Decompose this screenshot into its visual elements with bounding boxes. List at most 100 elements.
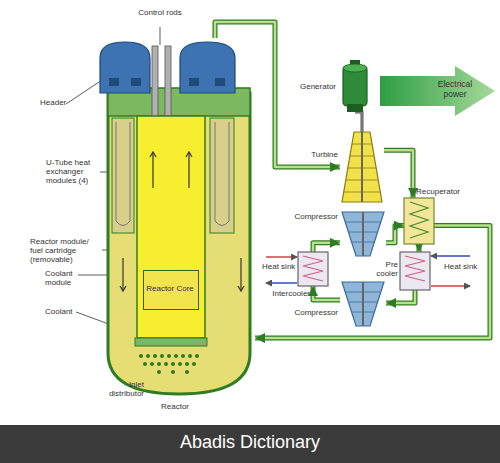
reactor-vessel-shape: [171, 362, 175, 366]
coolant-pipe: [386, 290, 415, 303]
coolant-pipe: [313, 243, 340, 252]
leader-line: [160, 27, 161, 45]
part-label: Inlet distributor: [100, 380, 144, 398]
reactor-vessel-shape: [131, 78, 141, 86]
coolant-pipe: [313, 286, 340, 300]
compressor-shape: [342, 282, 384, 326]
coolant-pipe: [313, 286, 340, 300]
coolant-pipe: [386, 226, 404, 243]
reactor-vessel-shape: [189, 78, 199, 86]
part-label: Coolant: [45, 307, 85, 316]
heat-sink-flow: [266, 282, 297, 284]
reactor-vessel-shape: [185, 362, 189, 366]
reactor-vessel-shape: [178, 362, 182, 366]
reactor-vessel: ReactorReactor Core: [95, 38, 255, 400]
intercooler: Intercooler: [298, 252, 328, 286]
reactor-vessel-shape: [181, 354, 185, 358]
compressor-shape: [362, 282, 364, 326]
heat-sink-flow: [266, 256, 297, 258]
generator-shape: [340, 60, 370, 112]
reactor-vessel-shape: [95, 38, 255, 400]
pre-cooler-shape: [405, 256, 425, 281]
reactor-vessel-shape: [152, 153, 153, 188]
recuperator-shape: [404, 198, 434, 244]
coolant-pipe: [313, 243, 340, 252]
reactor-vessel-shape: [100, 42, 150, 93]
node-label: Compressor: [282, 212, 338, 221]
reactor-vessel-shape: [188, 354, 192, 358]
turbine-shape: [342, 132, 382, 202]
reactor-vessel-shape: [157, 370, 161, 374]
turbine: Turbine: [340, 132, 384, 202]
reactor-vessel-shape: [122, 258, 123, 290]
reactor-vessel-shape: [146, 354, 150, 358]
compressor-shape: [342, 212, 384, 256]
coolant-pipe: [384, 150, 413, 198]
part-label: Heat sink: [262, 262, 298, 271]
reactor-vessel-shape: [215, 122, 229, 226]
reactor-vessel-shape: [139, 354, 143, 358]
generator-shape: [347, 104, 363, 112]
pre-cooler: Pre cooler: [400, 252, 430, 290]
footer-bar: [0, 425, 500, 463]
reactor-vessel-shape: [167, 354, 171, 358]
reactor-vessel-shape: [112, 118, 134, 233]
part-label: U-Tube heat exchanger modules (4): [46, 158, 101, 186]
part-label: Header: [40, 98, 74, 107]
drive-shaft: [355, 112, 362, 132]
coolant-pipe: [386, 290, 415, 303]
node-label: Pre cooler: [370, 260, 398, 278]
power-arrow: Electrical power: [380, 66, 495, 116]
reactor-vessel-shape: [174, 354, 178, 358]
heat-sink-flow: [431, 285, 470, 287]
reactor-vessel-shape: [188, 153, 189, 188]
intercooler-shape: [298, 252, 328, 286]
turbine-shape: [340, 132, 384, 202]
reactor-vessel-shape: [180, 42, 235, 93]
part-label: Heat sink: [444, 262, 484, 271]
reactor-vessel-shape: [164, 362, 168, 366]
reactor-vessel-shape: [185, 370, 189, 374]
part-label: Coolant module: [45, 269, 90, 287]
reactor-vessel-shape: [116, 122, 130, 226]
coolant-pipe: [417, 244, 422, 252]
recuperator: Recuperator: [404, 198, 434, 244]
reactor-vessel-shape: [240, 258, 241, 290]
heat-sink-flow: [431, 255, 470, 257]
compressor-shape: [340, 282, 386, 324]
reactor-vessel-shape: [160, 354, 164, 358]
watermark: Abadis Dictionary: [0, 432, 500, 453]
compressor: Compressor: [340, 212, 386, 256]
reactor-vessel-shape: [210, 118, 234, 233]
coolant-pipe: [384, 150, 413, 198]
compressor-shape: [340, 212, 386, 256]
reactor-vessel-shape: [108, 93, 250, 394]
node-label: Turbine: [304, 150, 338, 159]
node-label: Electrical power: [430, 80, 480, 100]
intercooler-shape: [298, 252, 328, 286]
node-label: Reactor: [135, 402, 215, 411]
part-label: Control rods: [138, 8, 182, 17]
recuperator-shape: [410, 202, 428, 238]
coolant-pipe: [386, 226, 404, 243]
coolant-pipe: [386, 226, 404, 243]
pre-cooler-shape: [400, 252, 430, 290]
reactor-vessel-shape: [150, 362, 154, 366]
reactor-vessel-shape: [152, 46, 158, 118]
reactor-vessel-shape: [150, 152, 156, 157]
reactor-vessel-shape: [238, 286, 244, 291]
power-arrow-shape: [380, 66, 495, 116]
reactor-vessel-shape: [137, 116, 205, 338]
coolant-pipe: [313, 286, 340, 300]
reactor-vessel-shape: [195, 354, 199, 358]
reactor-vessel-shape: [215, 78, 225, 86]
compressor: Compressor: [340, 282, 386, 324]
coolant-pipe: [384, 150, 413, 198]
reactor-vessel-shape: [143, 362, 147, 366]
reactor-vessel-shape: [165, 46, 171, 118]
pre-cooler-shape: [400, 252, 430, 290]
reactor-vessel-shape: [109, 78, 119, 86]
part-label: Reactor module/ fuel cartridge (removabl…: [30, 237, 102, 265]
node-label: Intercooler: [258, 289, 310, 298]
